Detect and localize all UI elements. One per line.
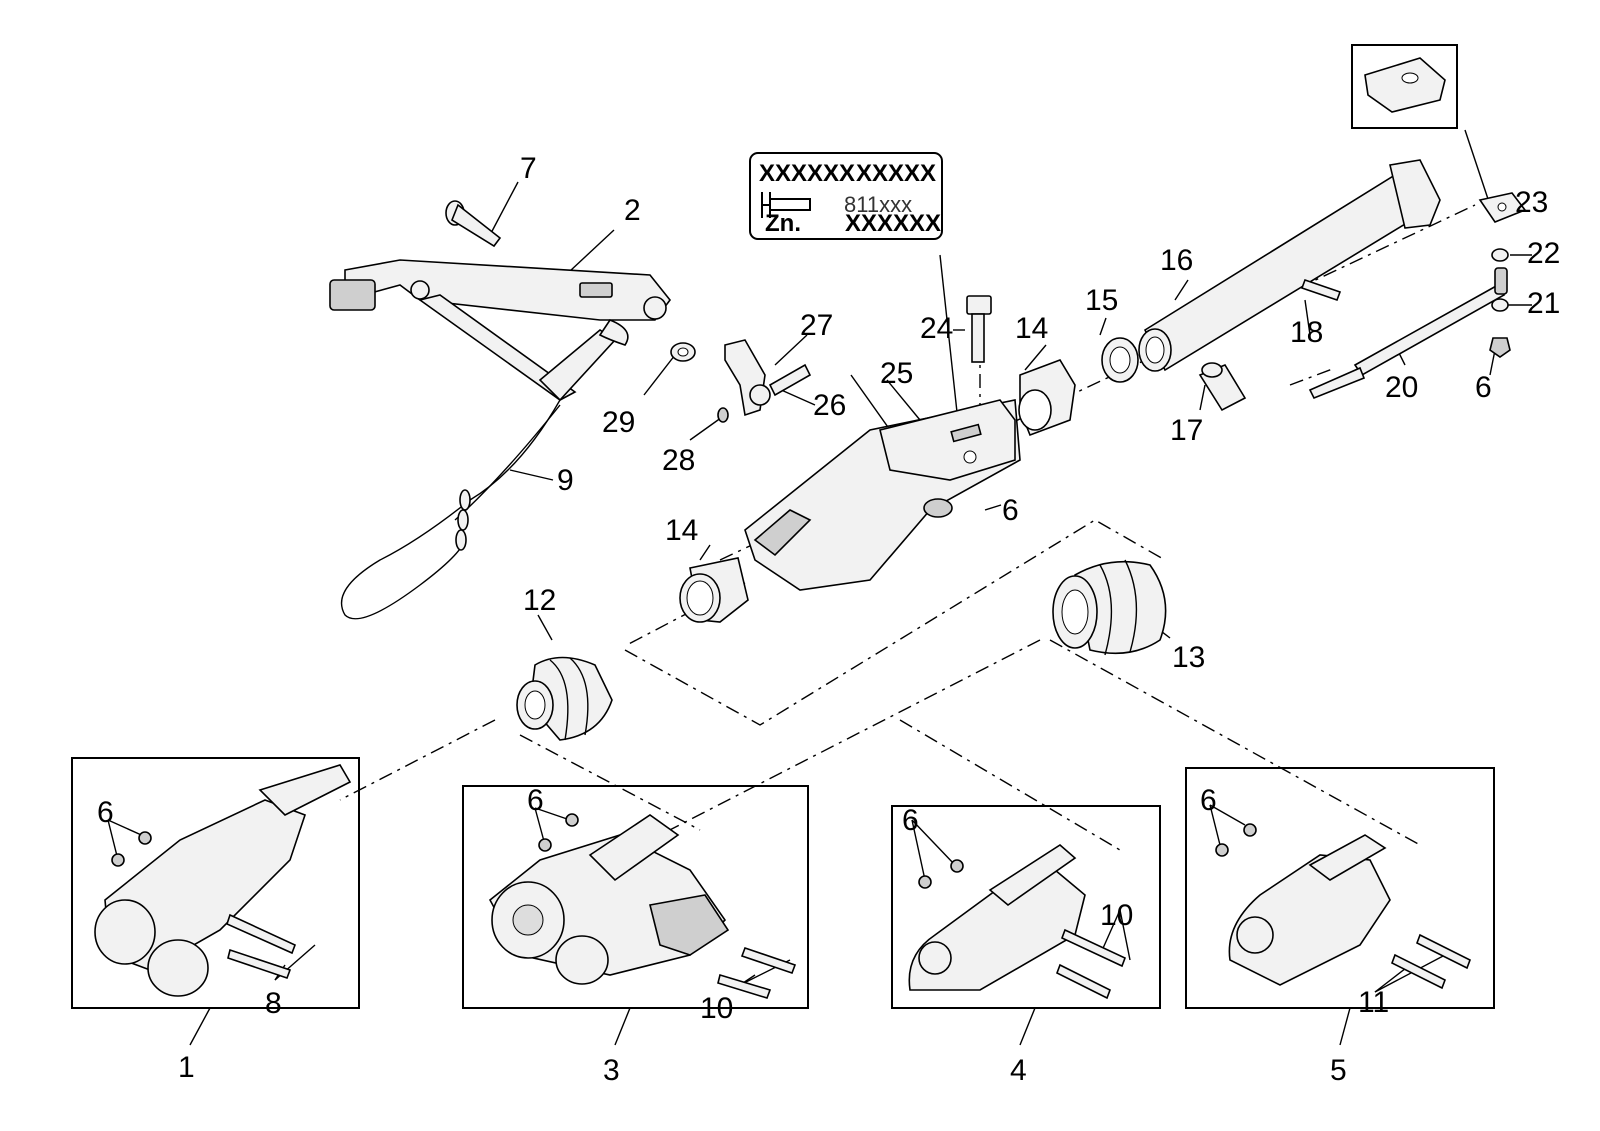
callout-10-frame3: 10 [700, 992, 733, 1025]
callout-28: 28 [662, 444, 695, 477]
callout-22: 22 [1527, 237, 1560, 270]
assembly-axes [339, 204, 1476, 851]
callout-26: 26 [813, 389, 846, 422]
type-plate: XXXXXX XXXXX 811xxx Zn. XXXXXX [749, 152, 943, 240]
callout-6-frame4: 6 [902, 804, 919, 837]
inset-detail-pad [1351, 44, 1458, 129]
callout-5: 5 [1330, 1054, 1347, 1087]
callout-29: 29 [602, 406, 635, 439]
coupling-housing-item-25 [744, 399, 1021, 591]
callout-23: 23 [1515, 186, 1548, 219]
callout-1: 1 [178, 1051, 195, 1084]
bolt-item-7 [445, 200, 502, 248]
callout-21: 21 [1527, 287, 1560, 320]
callout-6-frame5: 6 [1200, 784, 1217, 817]
hitch-symbol-icon [761, 192, 811, 218]
callout-25: 25 [880, 357, 913, 390]
washer-item-29 [670, 342, 696, 362]
callout-4: 4 [1010, 1054, 1027, 1087]
type-plate-line3-right: XXXXXX [845, 210, 941, 237]
callout-6-frame3: 6 [527, 784, 544, 817]
callout-17: 17 [1170, 414, 1203, 447]
callout-8: 8 [265, 987, 282, 1020]
callout-20: 20 [1385, 371, 1418, 404]
callout-11: 11 [1358, 986, 1389, 1019]
callout-12: 12 [523, 584, 556, 617]
lever-parts-26-27-28 [717, 339, 812, 423]
callout-27: 27 [800, 309, 833, 342]
bolt-item-24 [966, 295, 992, 363]
bushing-lower-item-14 [679, 557, 749, 623]
callout-7: 7 [520, 152, 537, 185]
breakaway-cable-item-9 [340, 399, 561, 620]
handbrake-lever-assembly [329, 259, 672, 402]
callout-3: 3 [603, 1054, 620, 1087]
callout-labels: 7 2 29 9 27 26 28 25 24 14 15 16 18 17 2… [97, 152, 1560, 1087]
callout-6-rod: 6 [1475, 371, 1492, 404]
coupling-variant-frame-4 [891, 805, 1161, 1009]
pin-item-18 [1300, 278, 1342, 302]
bushing-upper-item-14 [1018, 359, 1076, 437]
callout-18: 18 [1290, 316, 1323, 349]
callout-24: 24 [920, 312, 953, 345]
callout-2: 2 [624, 194, 641, 227]
coupling-variant-frame-5 [1185, 767, 1495, 1009]
callout-14-upper: 14 [1015, 312, 1048, 345]
callout-9: 9 [557, 464, 574, 497]
type-plate-line2-right: 811xxx [844, 192, 912, 217]
callout-14-lower: 14 [665, 514, 698, 547]
callout-16: 16 [1160, 244, 1193, 277]
type-plate-line3-left: Zn. [765, 210, 801, 237]
coupling-variant-frame-3 [462, 785, 809, 1009]
coupling-variant-frame-1 [71, 757, 360, 1009]
bellows-item-13 [1052, 559, 1167, 656]
callout-15: 15 [1085, 284, 1118, 317]
type-plate-line1-right: XXXXX [856, 160, 936, 187]
ring-item-15 [1101, 337, 1139, 383]
rod-item-20 [1308, 267, 1508, 400]
bellows-item-12 [516, 656, 613, 741]
callout-10-frame4: 10 [1100, 899, 1133, 932]
callout-6-frame1: 6 [97, 796, 114, 829]
drawbar-tube-item-16 [1138, 159, 1441, 372]
type-plate-line1-left: XXXXXX [759, 160, 855, 187]
sleeve-item-17 [1198, 362, 1247, 412]
callout-6-housing: 6 [1002, 494, 1019, 527]
hardware-items-21-22-23 [1478, 192, 1527, 358]
callout-13: 13 [1172, 641, 1205, 674]
